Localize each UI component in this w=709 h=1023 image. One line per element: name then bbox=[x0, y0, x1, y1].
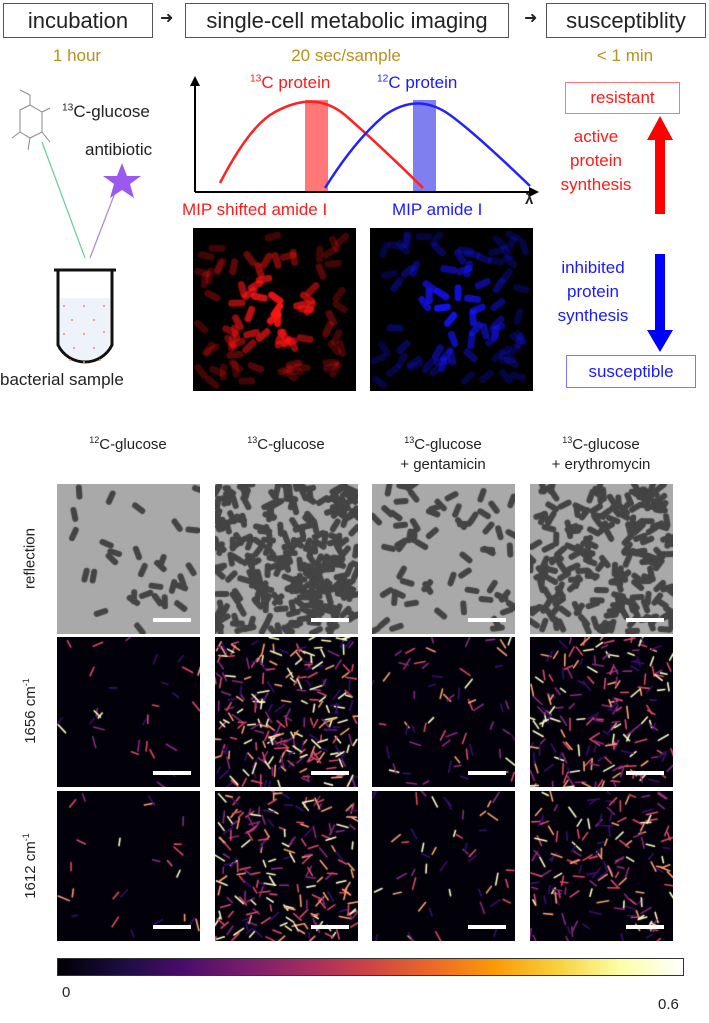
scale-bar bbox=[153, 618, 191, 622]
susceptible-box: susceptible bbox=[566, 355, 696, 388]
time-incubation: 1 hour bbox=[52, 46, 102, 65]
antibiotic-arrow bbox=[89, 184, 119, 259]
c13-band bbox=[305, 100, 328, 192]
step-susceptibility: susceptiblity bbox=[546, 3, 706, 38]
reflection-image bbox=[57, 484, 200, 634]
antibiotic-label: antibiotic bbox=[85, 140, 153, 159]
c12-protein-label: 12C protein bbox=[377, 73, 458, 92]
row-label-reflection: reflection bbox=[21, 528, 39, 589]
scale-bar bbox=[153, 771, 191, 775]
row-label-1612: 1612 cm-1 bbox=[21, 833, 39, 899]
down-arrow-icon bbox=[647, 254, 673, 352]
arrow-icon: ➜ bbox=[160, 10, 174, 27]
mip-image bbox=[57, 791, 200, 941]
scale-bar bbox=[468, 925, 506, 929]
reflection-image bbox=[215, 484, 358, 634]
c13-curve bbox=[218, 100, 424, 189]
scale-bar bbox=[311, 618, 349, 622]
mip-image bbox=[215, 637, 358, 787]
reflection-image bbox=[372, 484, 515, 634]
blue-image-label: MIP amide I bbox=[392, 200, 483, 219]
time-imaging: 20 sec/sample bbox=[291, 46, 401, 65]
up-arrow-icon bbox=[647, 116, 673, 214]
column-header-12c: 12C-glucose bbox=[89, 435, 167, 453]
mip-image bbox=[57, 637, 200, 787]
reflection-image bbox=[530, 484, 673, 634]
colorbar-max: 0.6 bbox=[658, 996, 679, 1013]
scale-bar bbox=[626, 618, 664, 622]
mip-image bbox=[530, 637, 673, 787]
mip-image bbox=[215, 791, 358, 941]
glucose-label: 13C-glucose bbox=[62, 102, 150, 121]
step-imaging: single-cell metabolic imaging bbox=[185, 3, 509, 38]
column-header-13c: 13C-glucose bbox=[247, 435, 325, 453]
mip-amide-image bbox=[370, 228, 533, 391]
wavelength-symbol: λ bbox=[525, 191, 534, 208]
scale-bar bbox=[311, 771, 349, 775]
time-susceptibility: < 1 min bbox=[596, 46, 654, 65]
c13-protein-label: 13C protein bbox=[250, 73, 331, 92]
scale-bar bbox=[626, 925, 664, 929]
scale-bar bbox=[468, 771, 506, 775]
glucose-arrow bbox=[41, 141, 86, 259]
row-label-1656: 1656 cm-1 bbox=[21, 678, 39, 744]
scale-bar bbox=[626, 771, 664, 775]
mip-image bbox=[530, 791, 673, 941]
column-header-erythromycin: 13C-glucose+ erythromycin bbox=[551, 435, 651, 473]
scale-bar bbox=[468, 618, 506, 622]
step-incubation: incubation bbox=[3, 3, 153, 38]
colorbar bbox=[57, 958, 684, 976]
column-header-gentamicin: 13C-glucose+ gentamicin bbox=[400, 435, 486, 473]
resistant-box: resistant bbox=[565, 82, 680, 114]
mip-image bbox=[372, 791, 515, 941]
arrow-icon: ➜ bbox=[524, 10, 538, 27]
red-image-label: MIP shifted amide I bbox=[182, 200, 328, 219]
mip-shifted-amide-image bbox=[193, 228, 356, 391]
sample-label: bacterial sample bbox=[0, 370, 124, 389]
c12-band bbox=[413, 100, 436, 192]
colorbar-min: 0 bbox=[62, 984, 71, 1001]
c12-curve bbox=[323, 102, 531, 189]
mip-image bbox=[372, 637, 515, 787]
scale-bar bbox=[153, 925, 191, 929]
scale-bar bbox=[311, 925, 349, 929]
antibiotic-star-icon bbox=[103, 163, 141, 198]
glucose-structure-icon bbox=[11, 89, 51, 151]
test-tube-icon bbox=[54, 268, 116, 364]
incubation-diagram bbox=[11, 89, 141, 364]
spectrum-plot bbox=[190, 76, 539, 197]
